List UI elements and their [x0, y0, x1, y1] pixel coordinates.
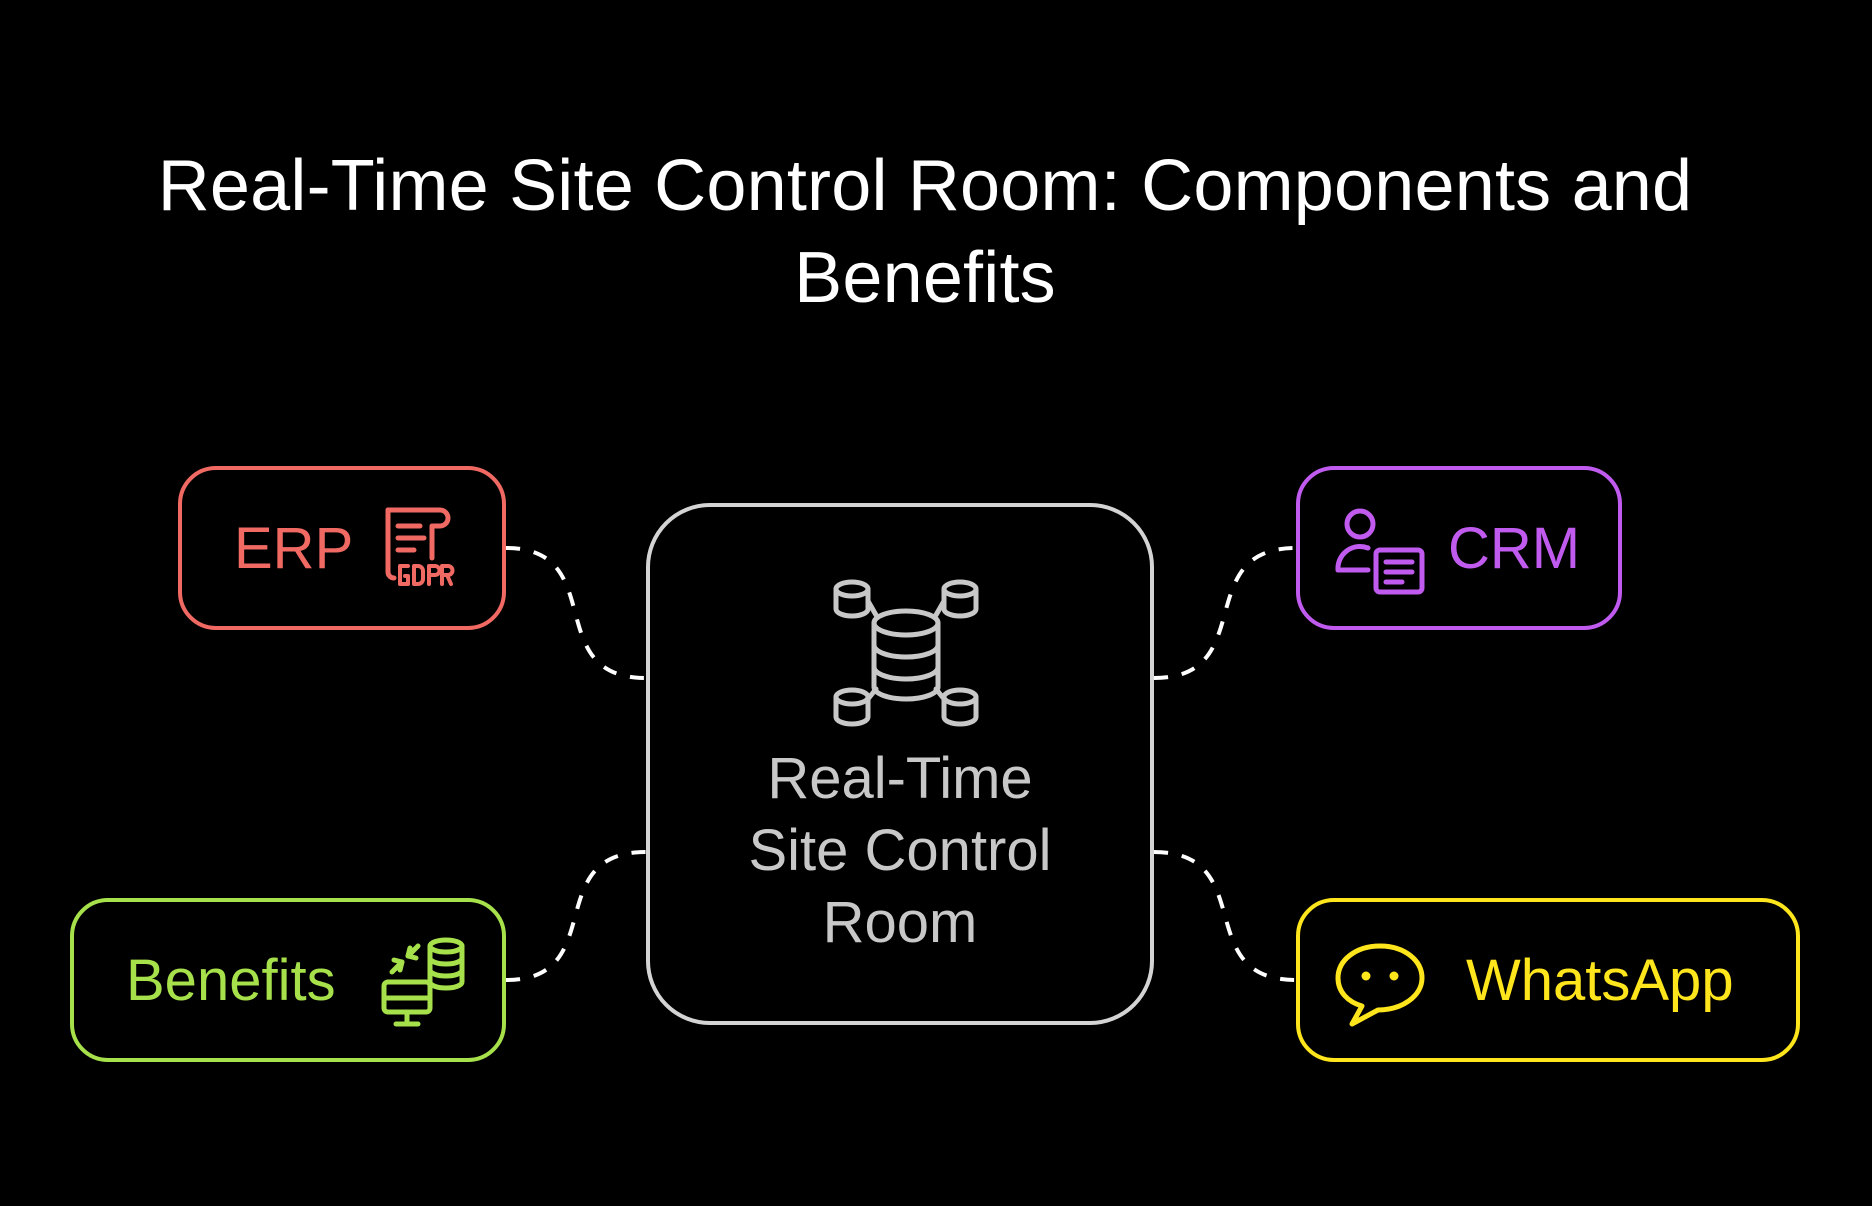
central-node: Real-Time Site Control Room	[646, 503, 1154, 1025]
central-label-line-1: Real-Time	[767, 746, 1033, 811]
central-label-line-3: Room	[822, 890, 978, 955]
gdpr-document-icon	[385, 507, 455, 586]
crm-label: CRM	[1448, 516, 1581, 581]
whatsapp-node: WhatsApp	[1296, 898, 1800, 1062]
whatsapp-label: WhatsApp	[1466, 948, 1734, 1013]
connector-whatsapp	[1153, 850, 1297, 982]
central-label-line-2: Site Control	[748, 818, 1052, 883]
connector-erp	[505, 546, 647, 680]
benefits-label: Benefits	[126, 948, 336, 1013]
connector-benefits	[505, 850, 647, 982]
crm-node: CRM	[1296, 466, 1622, 630]
connector-crm	[1153, 546, 1297, 680]
database-network-icon	[833, 579, 979, 727]
benefits-node: Benefits	[70, 898, 506, 1062]
erp-node: ERP	[178, 466, 506, 630]
chat-bubble-icon	[1335, 943, 1425, 1027]
page-title: Real-Time Site Control Room: Components …	[157, 146, 1693, 318]
erp-label: ERP	[234, 516, 354, 581]
user-record-icon	[1335, 508, 1425, 595]
central-label: Real-Time Site Control Room	[650, 743, 1150, 959]
data-transfer-icon	[381, 937, 465, 1027]
